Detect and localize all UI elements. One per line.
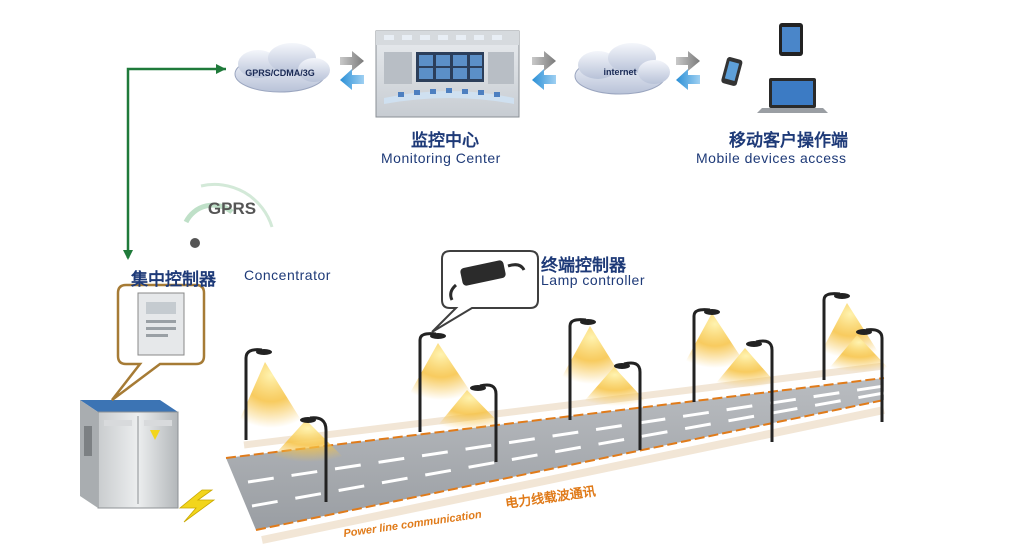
- lamp-glows: [236, 303, 892, 462]
- monitoring-center-label-en: Monitoring Center: [381, 150, 501, 166]
- transformer-box-image: [80, 400, 179, 509]
- internet-cloud-icon: internet: [574, 43, 670, 95]
- laptop-icon: [757, 78, 828, 113]
- gprs-cloud-icon: GPRS/CDMA/3G: [234, 43, 330, 93]
- monitoring-center-room-image: [375, 30, 520, 118]
- lamp-controller-label-en: Lamp controller: [541, 272, 645, 288]
- concentrator-label-cn: 集中控制器: [131, 270, 216, 289]
- mobile-access-label-cn: 移动客户操作端: [729, 131, 848, 150]
- lamp-controller-device-icon: [449, 260, 526, 301]
- gprs-signal-label: GPRS: [208, 199, 256, 218]
- gprs-signal-icon: GPRS: [183, 182, 274, 248]
- lamp-controller-label-cn: 终端控制器: [541, 256, 626, 275]
- lightning-bolt-icon: [178, 489, 216, 523]
- gprs-link-line: [123, 64, 226, 260]
- arrow-pair-icon: [532, 51, 556, 90]
- gprs-cloud-label: GPRS/CDMA/3G: [245, 68, 315, 78]
- tablet-icon: [779, 23, 803, 56]
- road: [225, 362, 885, 544]
- concentrator-label-en: Concentrator: [244, 267, 331, 283]
- lamp-heads: [256, 293, 872, 423]
- plc-label-en: Power line communication: [343, 509, 483, 540]
- arrow-pair-icon: [676, 51, 700, 90]
- concentrator-callout: [111, 283, 206, 401]
- mobile-access-label-en: Mobile devices access: [696, 150, 847, 166]
- monitoring-center-label-cn: 监控中心: [411, 131, 479, 150]
- lamp-controller-callout: [431, 250, 539, 333]
- phone-icon: [721, 57, 743, 86]
- arrow-pair-icon: [340, 51, 364, 90]
- internet-cloud-label: internet: [603, 67, 636, 77]
